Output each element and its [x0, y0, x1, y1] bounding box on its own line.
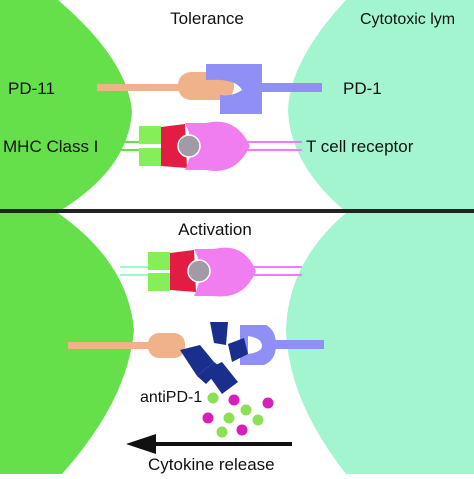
- top-panel: Tolerance Cytotoxic lym PD-11 PD-1 MHC: [0, 0, 474, 212]
- panel-title-tolerance: Tolerance: [170, 9, 244, 28]
- pd-l1-ligand-unbound: [68, 333, 185, 358]
- pd-l1-label: PD-11: [8, 79, 55, 98]
- cytokine-release-arrow: [126, 434, 292, 454]
- panel-divider: [0, 209, 474, 213]
- cytokine-dot: [240, 404, 252, 416]
- pd-1-receptor: [206, 64, 322, 114]
- cytokine-dot: [207, 392, 219, 404]
- cytokine-dot: [236, 424, 248, 436]
- left-cell-top: [0, 0, 132, 212]
- cytokine-release-label: Cytokine release: [148, 455, 275, 474]
- antibody-label: antiPD-1: [140, 389, 202, 406]
- mhc-class-i-complex: [110, 124, 187, 168]
- cytokine-dot: [202, 412, 214, 424]
- peptide-antigen: [177, 134, 201, 158]
- panel-title-activation: Activation: [178, 220, 252, 239]
- cytokine-dot: [216, 426, 228, 438]
- right-cell-label: Cytotoxic lym: [360, 11, 455, 28]
- cytokine-dot: [223, 412, 235, 424]
- left-cell-bottom: [0, 213, 134, 474]
- pd-1-receptor-blocked: [240, 325, 324, 365]
- cytokine-dot: [252, 414, 264, 426]
- mhc-label: MHC Class I: [3, 137, 98, 156]
- bottom-panel: Activation: [0, 213, 474, 474]
- pd-1-label: PD-1: [343, 79, 382, 98]
- peptide-antigen-active: [187, 259, 211, 283]
- cytokine-particles: [202, 392, 274, 438]
- t-cell-receptor-active: [194, 247, 302, 297]
- cytokine-dot: [228, 394, 240, 406]
- anti-pd-1-antibody: [180, 322, 248, 394]
- tcr-label: T cell receptor: [306, 137, 414, 156]
- cytokine-dot: [262, 397, 274, 409]
- right-cell-bottom: [286, 213, 474, 474]
- mhc-class-i-complex-active: [120, 250, 196, 292]
- t-cell-receptor: [185, 121, 302, 171]
- right-cell-top: [288, 0, 474, 212]
